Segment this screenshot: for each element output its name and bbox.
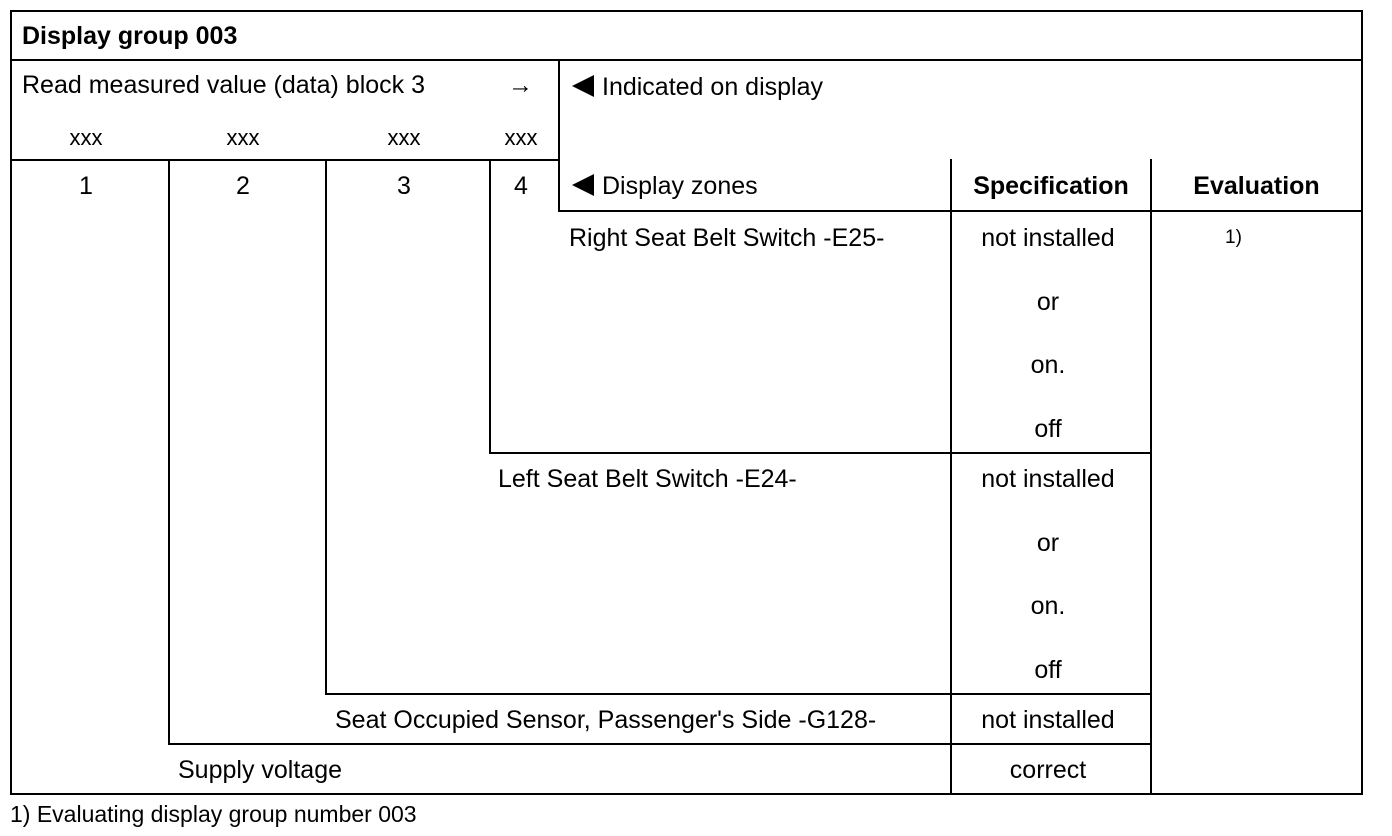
row-1-spec-1: not installed: [981, 224, 1115, 252]
spec-column-left: [950, 159, 952, 795]
frame-top: [10, 10, 1363, 12]
display-zones: Display zones: [572, 174, 758, 199]
footnote: 1) Evaluating display group number 003: [10, 801, 417, 827]
display-group-title: Display group 003: [22, 22, 238, 50]
spec-column-right: [1150, 159, 1152, 795]
row-3-label: Seat Occupied Sensor, Passenger's Side -…: [335, 706, 877, 734]
row-1-spec-3: on.: [1030, 351, 1066, 379]
pointer-left-icon: [572, 75, 594, 97]
column-number-4: 4: [514, 172, 528, 200]
row-4-label: Supply voltage: [178, 756, 343, 784]
pointer-left-icon: [572, 174, 594, 196]
column-number-3: 3: [397, 172, 411, 200]
field-2: xxx: [226, 125, 260, 150]
row-1-bottom: [489, 452, 1152, 454]
evaluation-header: Evaluation: [1193, 172, 1320, 200]
row-2-spec-1: not installed: [981, 465, 1115, 493]
row-4-spec-1: correct: [1009, 756, 1087, 784]
column-number-1: 1: [79, 172, 93, 200]
header-divider: [950, 210, 1363, 212]
field-3: xxx: [387, 125, 421, 150]
row-1-spec-4: off: [1034, 415, 1062, 443]
row-2-spec-3: on.: [1030, 592, 1066, 620]
field-4: xxx: [504, 125, 538, 150]
column-2-line: [168, 159, 170, 745]
row-3-bottom: [168, 743, 1152, 745]
indicated-on-display-label: Indicated on display: [602, 73, 823, 101]
read-block-label: Read measured value (data) block 3: [22, 71, 426, 99]
title-divider: [10, 59, 1363, 61]
indicated-on-display: Indicated on display: [572, 75, 823, 100]
column-4-line: [489, 159, 491, 454]
read-block-arrow: →: [508, 71, 533, 99]
frame-bottom: [10, 793, 1363, 795]
frame-left: [10, 10, 12, 795]
specification-header: Specification: [973, 172, 1129, 200]
row-1-label: Right Seat Belt Switch -E25-: [569, 224, 885, 252]
row-2-spec-2: or: [1036, 529, 1060, 557]
row-2-bottom: [325, 693, 1152, 695]
display-zones-label: Display zones: [602, 172, 758, 200]
row-3-spec-1: not installed: [981, 706, 1115, 734]
row-1-evaluation: 1): [1225, 227, 1242, 248]
row-2-label: Left Seat Belt Switch -E24-: [498, 465, 797, 493]
column-number-2: 2: [236, 172, 250, 200]
read-block-right: [558, 59, 560, 212]
frame-right: [1361, 10, 1363, 795]
row-1-spec-2: or: [1036, 288, 1060, 316]
row-2-spec-4: off: [1034, 656, 1062, 684]
column-3-line: [325, 159, 327, 695]
read-block-bottom: [10, 159, 560, 161]
zones-divider: [558, 210, 951, 212]
field-1: xxx: [69, 125, 103, 150]
